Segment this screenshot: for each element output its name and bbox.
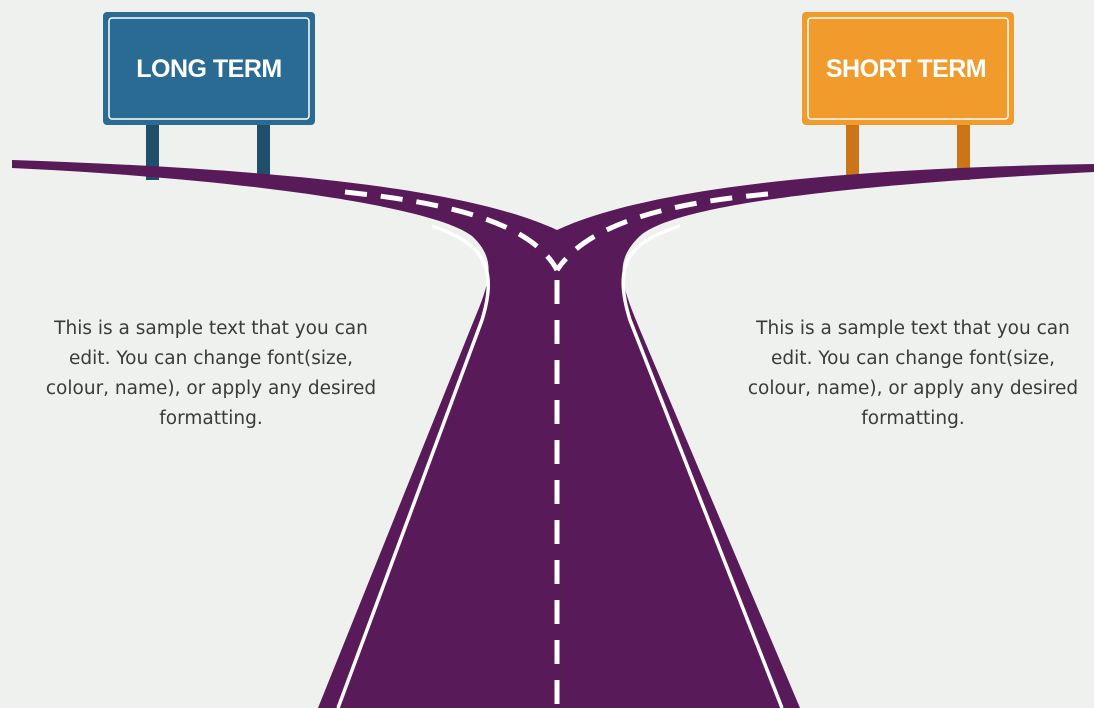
road-center-dash-right-branch bbox=[554, 191, 769, 272]
long-term-sign-label: LONG TERM bbox=[136, 55, 282, 83]
road-edge-line-left bbox=[336, 224, 490, 708]
short-term-sign: SHORT TERM bbox=[802, 12, 1014, 125]
short-term-sign-label: SHORT TERM bbox=[826, 55, 986, 83]
road-edge-line-right bbox=[621, 224, 784, 708]
long-term-sign: LONG TERM bbox=[103, 12, 315, 125]
short-term-description: This is a sample text that you can edit.… bbox=[747, 318, 1079, 429]
long-term-description: This is a sample text that you can edit.… bbox=[45, 318, 377, 429]
short-term-sign-posts bbox=[846, 118, 970, 180]
long-term-sign-posts bbox=[146, 118, 270, 180]
road-fork bbox=[12, 160, 1094, 708]
